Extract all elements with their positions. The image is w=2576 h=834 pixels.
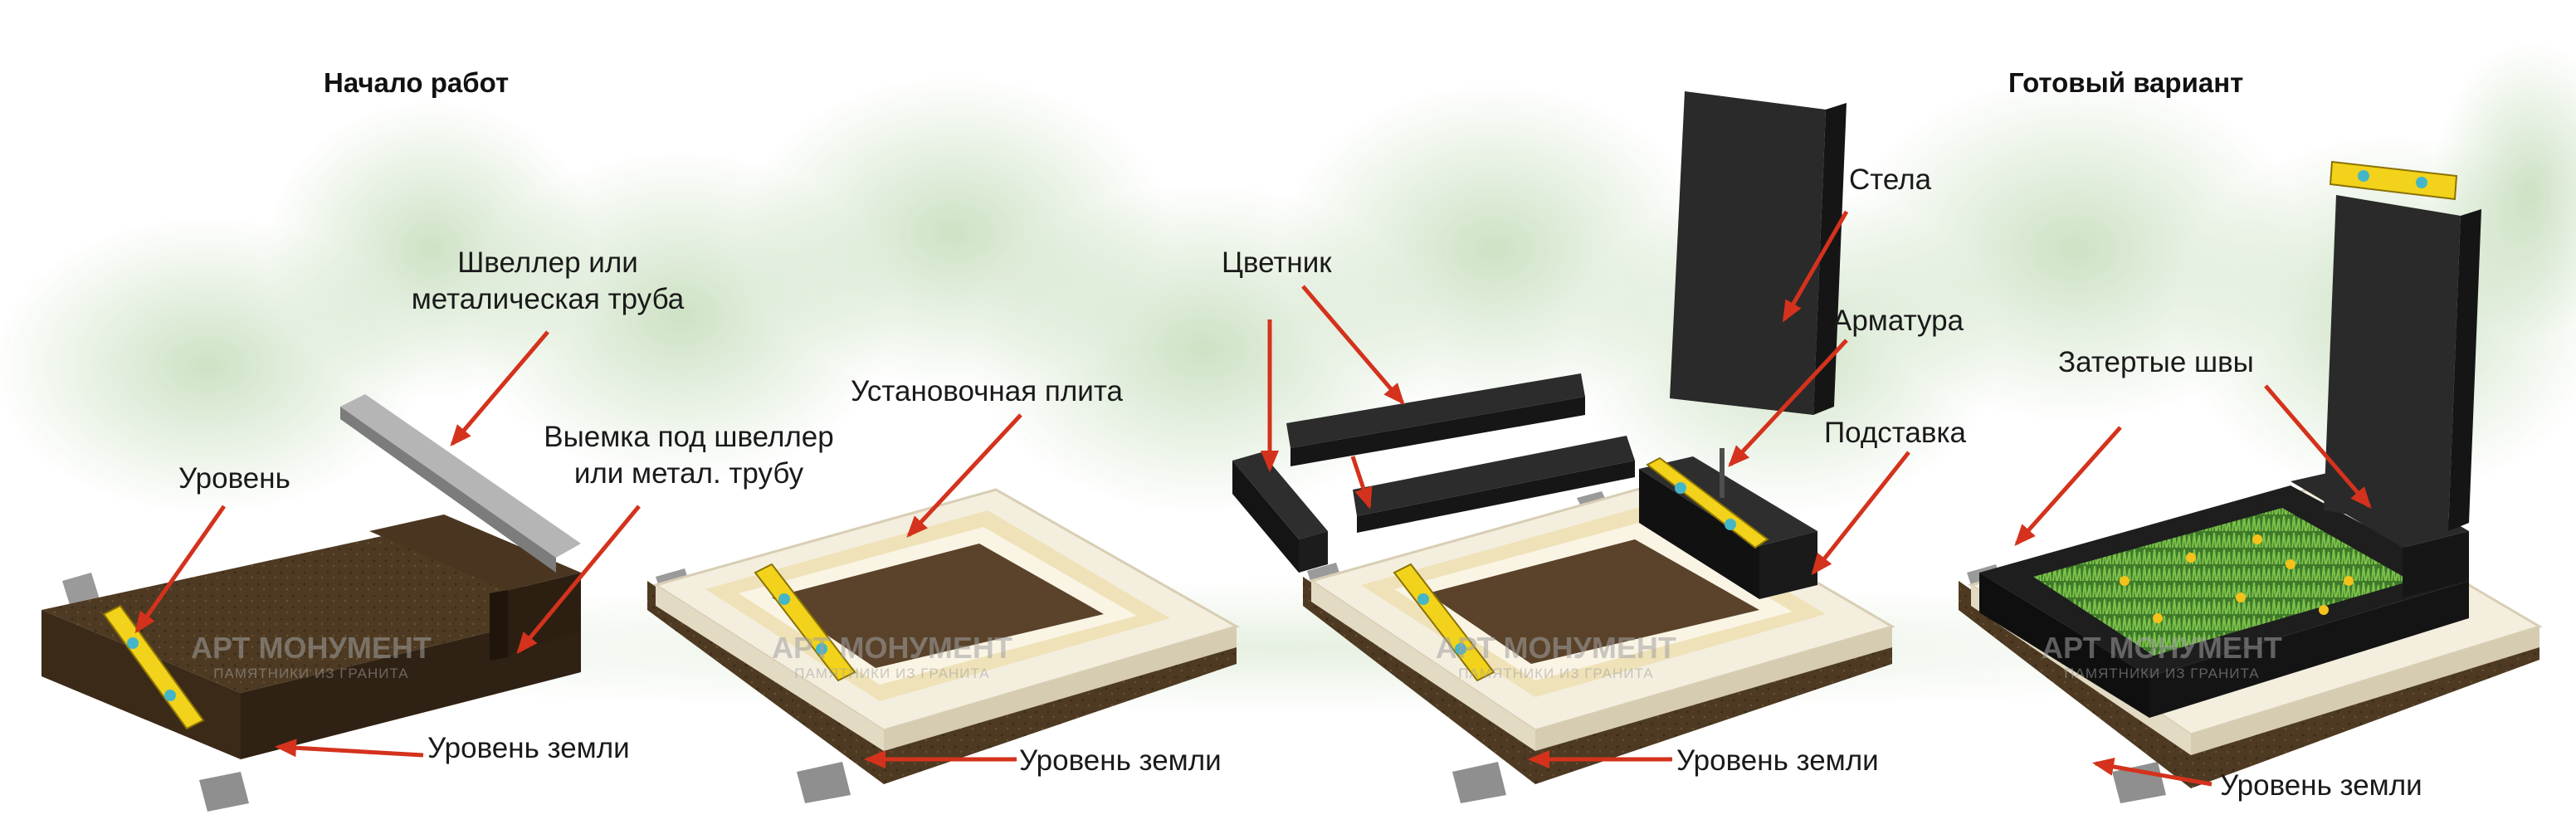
pointer-arrows xyxy=(134,210,2372,787)
title-final: Готовый вариант xyxy=(2008,67,2244,98)
stele-label: Стела xyxy=(1849,163,1932,196)
watermark-tagline: ПАМЯТНИКИ ИЗ ГРАНИТА xyxy=(213,666,409,681)
stage-3-assembly xyxy=(1232,91,1895,803)
rebar-label: Арматура xyxy=(1832,305,1964,337)
watermark: АРТ МОНУМЕНТ ПАМЯТНИКИ ИЗ ГРАНИТА xyxy=(1436,631,1676,682)
watermark: АРТ МОНУМЕНТ ПАМЯТНИКИ ИЗ ГРАНИТА xyxy=(772,631,1012,682)
channel-label-line2: металическая труба xyxy=(411,283,685,315)
stage-2-mounting-plate xyxy=(647,488,1240,803)
flowerbed-label: Цветник xyxy=(1222,246,1332,279)
watermark-tagline: ПАМЯТНИКИ ИЗ ГРАНИТА xyxy=(1458,666,1654,681)
spirit-level-icon xyxy=(1393,563,1495,682)
stand-label: Подставка xyxy=(1824,417,1967,449)
ground-level-label-1: Уровень земли xyxy=(427,732,630,764)
channel-label-line1: Швеллер или xyxy=(457,246,638,279)
spirit-level-icon xyxy=(2329,160,2458,201)
watermark-brand: АРТ МОНУМЕНТ xyxy=(772,631,1012,665)
stage-1-soil-base xyxy=(41,394,581,812)
support-block-icon xyxy=(62,573,100,607)
title-start: Начало работ xyxy=(324,67,510,98)
watermark-tagline: ПАМЯТНИКИ ИЗ ГРАНИТА xyxy=(2064,666,2260,681)
ground-level-label-3: Уровень земли xyxy=(1676,744,1879,777)
watermark-brand: АРТ МОНУМЕНТ xyxy=(2042,631,2282,665)
rubbed-seams-label: Затертые швы xyxy=(2058,346,2254,378)
channel-label: Швеллер или металическая труба xyxy=(382,245,714,318)
watermark-brand: АРТ МОНУМЕНТ xyxy=(1436,631,1676,665)
rebar-rod xyxy=(1720,448,1725,498)
support-block-icon xyxy=(797,762,851,803)
spirit-level-icon xyxy=(754,563,856,682)
spirit-level-icon xyxy=(102,604,205,730)
groove-label: Выемка под швеллер или метал. трубу xyxy=(515,419,863,492)
watermark: АРТ МОНУМЕНТ ПАМЯТНИКИ ИЗ ГРАНИТА xyxy=(2042,631,2282,682)
watermark-brand: АРТ МОНУМЕНТ xyxy=(191,631,432,665)
flower-icon xyxy=(2120,534,2354,623)
mounting-plate-label: Установочная плита xyxy=(851,375,1123,407)
ground-level-label-4: Уровень земли xyxy=(2220,769,2422,802)
spirit-level-icon xyxy=(1646,456,1769,549)
watermark: АРТ МОНУМЕНТ ПАМЯТНИКИ ИЗ ГРАНИТА xyxy=(191,631,432,682)
level-label: Уровень xyxy=(178,462,290,495)
ground-level-label-2: Уровень земли xyxy=(1019,744,1222,777)
watermark-tagline: ПАМЯТНИКИ ИЗ ГРАНИТА xyxy=(794,666,990,681)
support-block-icon xyxy=(199,772,249,812)
groove-label-line1: Выемка под швеллер xyxy=(544,421,834,453)
stage-4-final xyxy=(1959,160,2543,803)
groove-label-line2: или метал. трубу xyxy=(573,457,804,490)
grass-icon xyxy=(2033,508,2411,656)
